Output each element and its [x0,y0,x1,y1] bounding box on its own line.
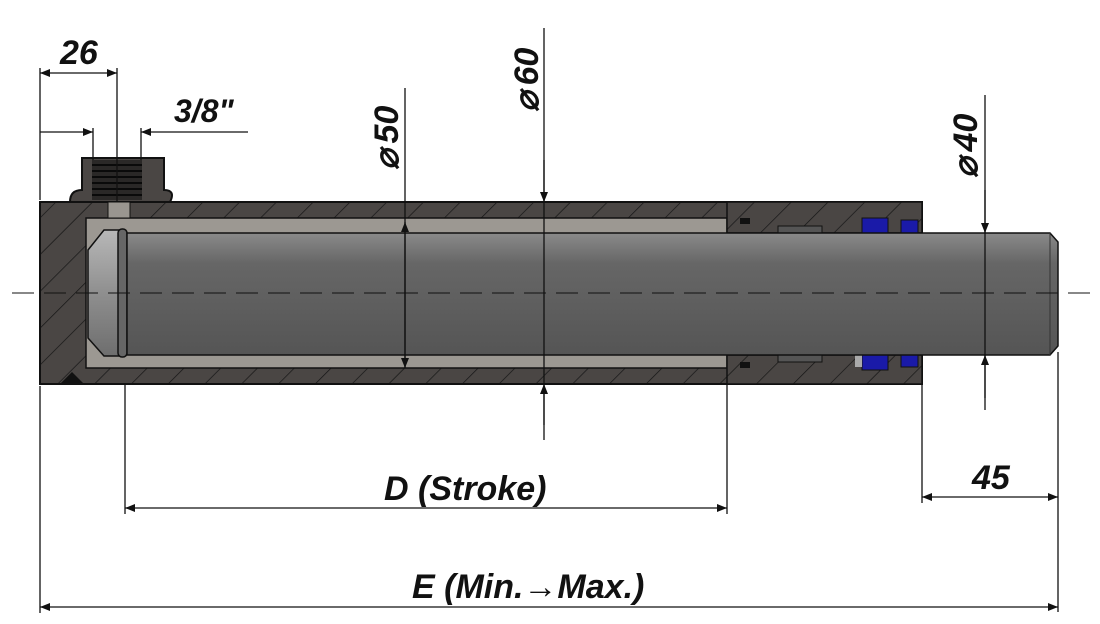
diameter-icon: ⌀ [368,146,406,170]
svg-text:⌀60: ⌀60 [508,48,546,112]
seal-icon [900,354,919,368]
svg-text:⌀50: ⌀50 [368,106,406,170]
dimension-stroke: D (Stroke) [124,385,728,514]
seal-icon [900,219,919,234]
svg-text:⌀40: ⌀40 [947,114,985,178]
seal-icon [861,217,889,234]
dimension-rod-extension: 45 [921,352,1059,612]
dim-label-50: 50 [368,106,406,144]
dim-label-60: 60 [508,48,546,86]
dim-label-stroke: D (Stroke) [384,470,546,508]
dimension-total-length: E (Min.→Max.) [39,386,1058,613]
dim-label-40: 40 [947,114,985,153]
dimension-outer-diameter: ⌀60 [508,28,548,440]
piston-rod [87,228,1059,358]
diameter-icon: ⌀ [508,88,546,112]
dim-label-thread: 3/8" [174,93,234,129]
seal-icon [861,354,889,371]
dim-label-45: 45 [971,459,1011,497]
dimension-bore-diameter: ⌀50 [368,88,409,368]
diameter-icon: ⌀ [947,154,985,178]
dim-label-total: E (Min.→Max.) [412,568,644,606]
dimension-rod-diameter: ⌀40 [947,95,989,410]
dim-label-26: 26 [59,34,99,72]
dimension-port-offset: 26 [39,34,118,202]
dimension-port-thread: 3/8" [40,93,248,160]
